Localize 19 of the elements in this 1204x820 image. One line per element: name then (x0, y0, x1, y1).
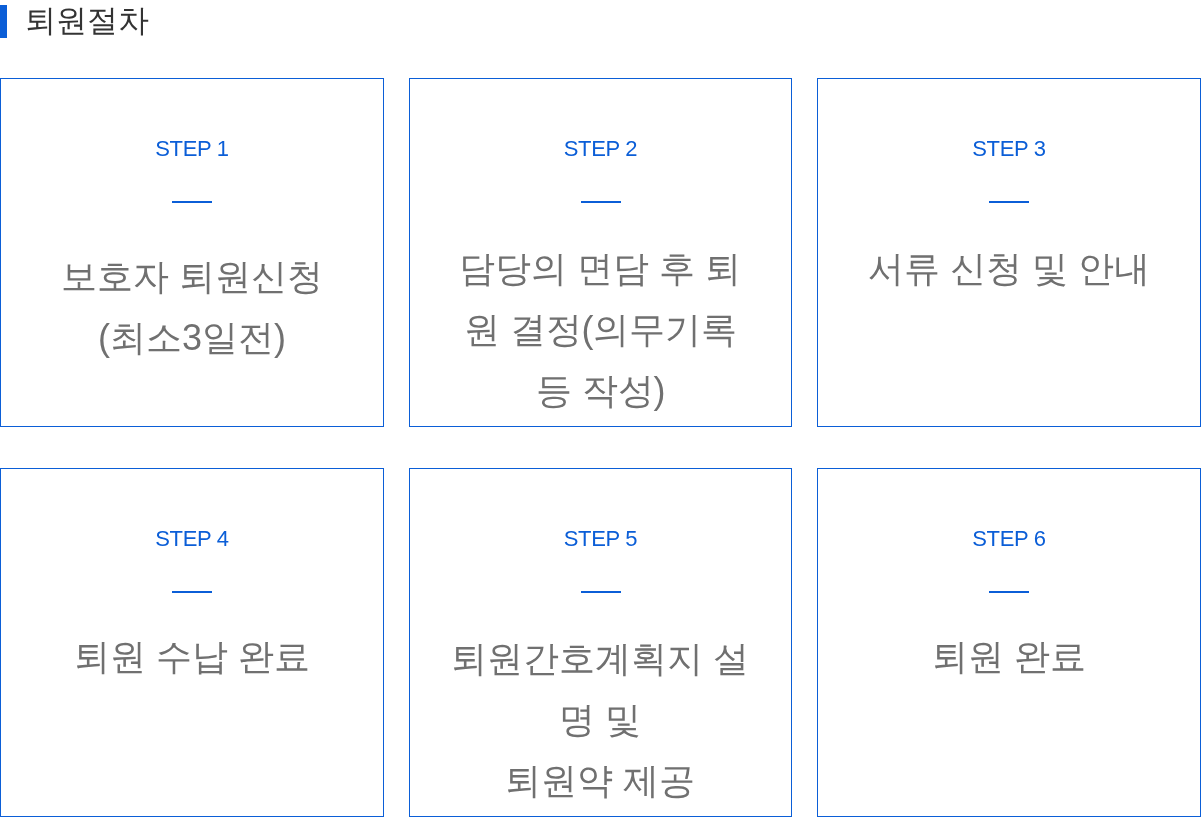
step-description: 퇴원간호계획지 설명 및 퇴원약 제공 (450, 637, 751, 803)
step-description: 보호자 퇴원신청 (최소3일전) (60, 255, 324, 360)
step-box (817, 468, 1201, 817)
step-label: STEP 6 (972, 525, 1046, 553)
step-description: 퇴원 수납 완료 (73, 635, 311, 679)
step-description: 서류 신청 및 안내 (867, 247, 1151, 291)
step-label: STEP 2 (563, 135, 638, 163)
step-description: 퇴원 완료 (931, 635, 1087, 679)
step-box (409, 78, 792, 427)
step-label: STEP 1 (155, 135, 229, 163)
step-box (817, 78, 1201, 427)
page-title: 퇴원절차 (25, 2, 149, 40)
step-label: STEP 3 (972, 135, 1046, 163)
step-label: STEP 5 (563, 525, 638, 553)
step-description: 담당의 면담 후 퇴원 결정(의무기록 등 작성) (458, 247, 743, 413)
step-box (0, 468, 384, 817)
step-box (409, 468, 792, 817)
step-label: STEP 4 (155, 525, 229, 553)
step-box (0, 78, 384, 427)
